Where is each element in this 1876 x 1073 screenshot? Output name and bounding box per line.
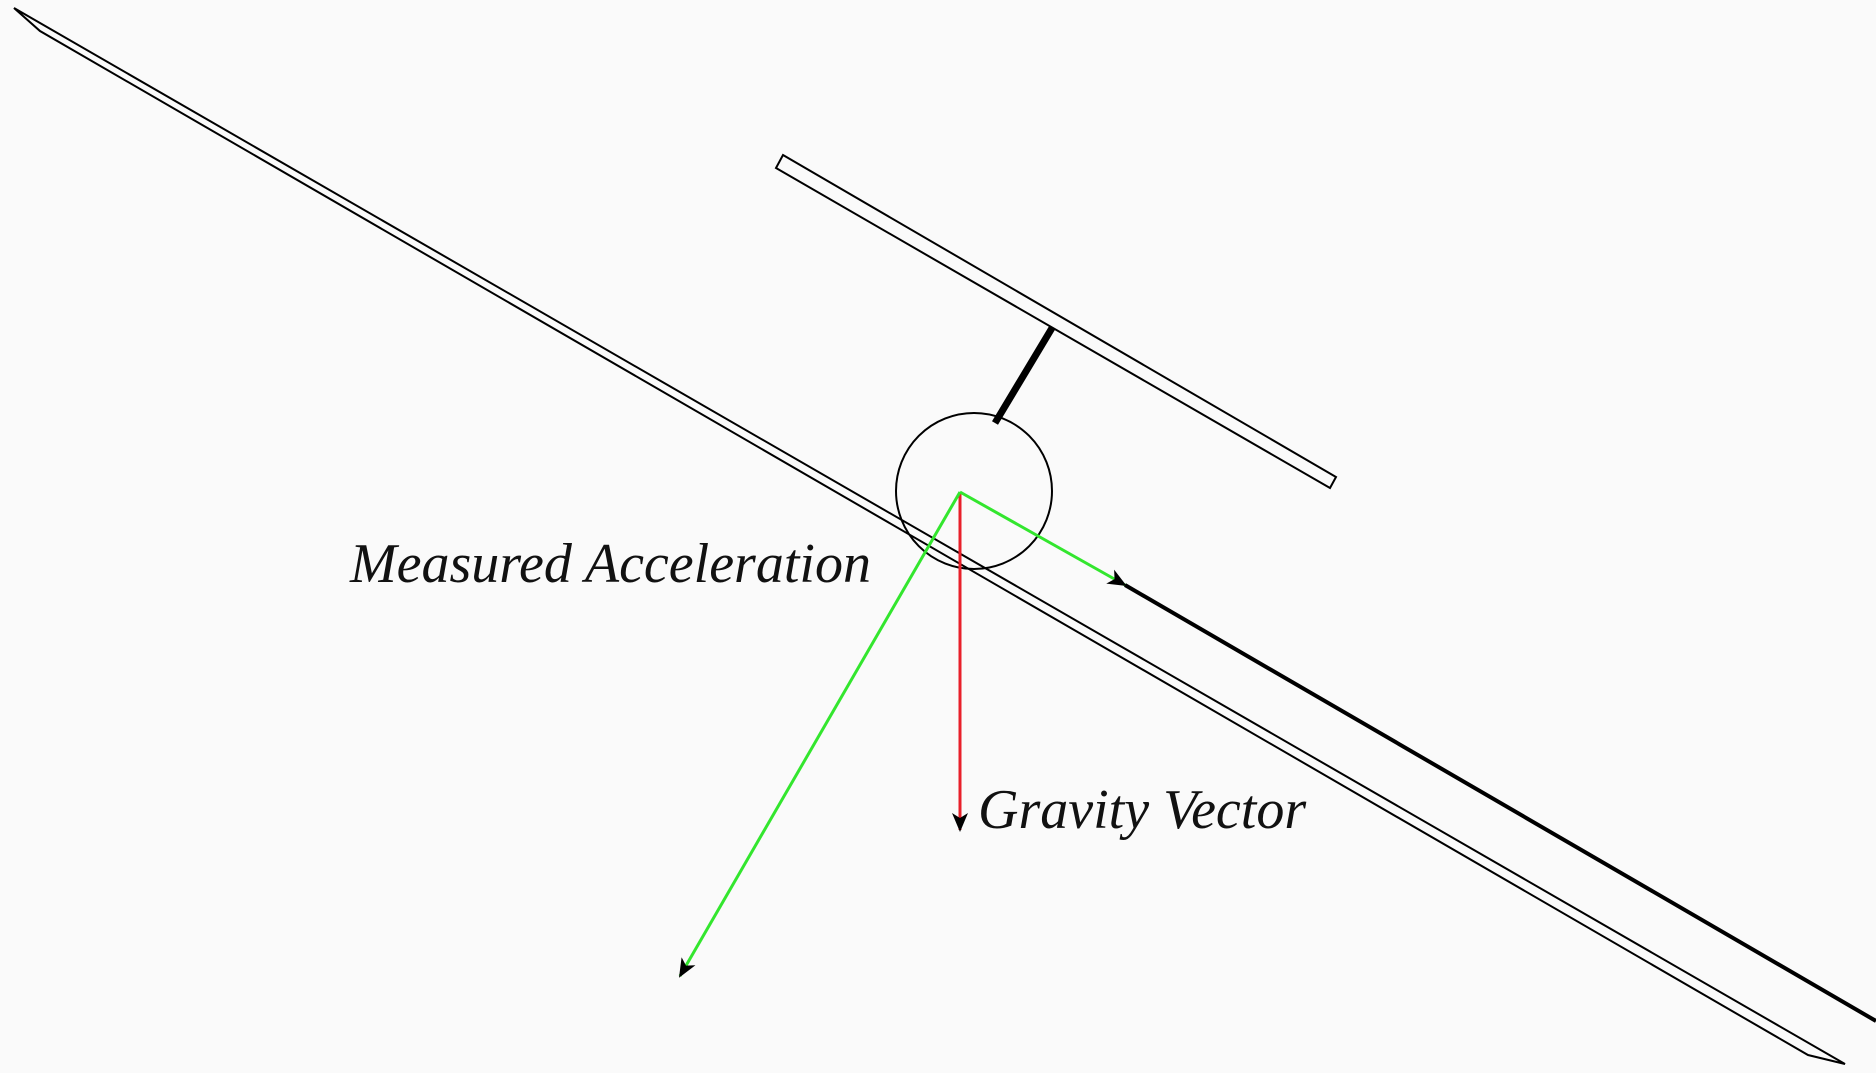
acceleration-component-normal-arrow (678, 491, 962, 978)
mount-strut (991, 326, 1056, 425)
sensor-circle-icon (895, 412, 1053, 570)
measured-acceleration-label: Measured Acceleration (349, 533, 871, 595)
inclined-plank (13, 7, 1846, 1065)
gravity-vector-label: Gravity Vector (978, 779, 1306, 841)
acceleration-component-down-slope-arrow (959, 490, 1127, 587)
incline-direction-line (1123, 583, 1876, 1023)
upper-bar (774, 153, 1338, 490)
